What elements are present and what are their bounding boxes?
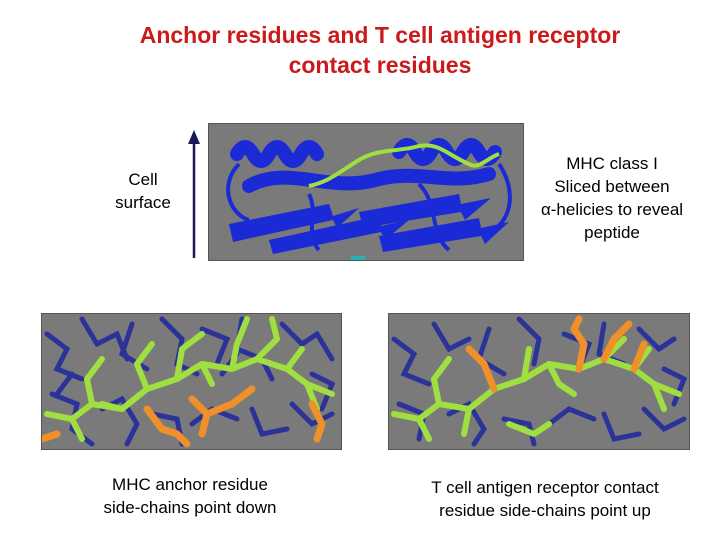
- title-line-2: contact residues: [288, 52, 472, 78]
- mhc-label-line-3: α-helicies to reveal: [540, 200, 684, 219]
- cell-surface-label: Cell surface: [98, 168, 188, 214]
- upward-arrow-icon: [186, 130, 202, 260]
- mhc-label-line-1: MHC class I: [566, 154, 658, 173]
- tcr-contact-image: [388, 313, 690, 450]
- anchor-caption-line-2: side-chains point down: [103, 498, 277, 517]
- cell-surface-line-1: Cell: [128, 170, 158, 189]
- slide-title: Anchor residues and T cell antigen recep…: [60, 20, 700, 80]
- tcr-contact-caption: T cell antigen receptor contact residue …: [400, 476, 690, 522]
- mhc-label-line-2: Sliced between: [554, 177, 670, 196]
- mhc-structure-image: [208, 123, 524, 261]
- tcr-caption-line-2: residue side-chains point up: [439, 501, 651, 520]
- anchor-residue-caption: MHC anchor residue side-chains point dow…: [70, 473, 310, 519]
- mhc-label-line-4: peptide: [584, 223, 640, 242]
- mhc-class-label: MHC class I Sliced between α-helicies to…: [522, 152, 702, 244]
- anchor-caption-line-1: MHC anchor residue: [112, 475, 268, 494]
- cell-surface-line-2: surface: [115, 193, 171, 212]
- anchor-residue-image: [41, 313, 342, 450]
- tcr-caption-line-1: T cell antigen receptor contact: [431, 478, 659, 497]
- title-line-1: Anchor residues and T cell antigen recep…: [139, 22, 621, 48]
